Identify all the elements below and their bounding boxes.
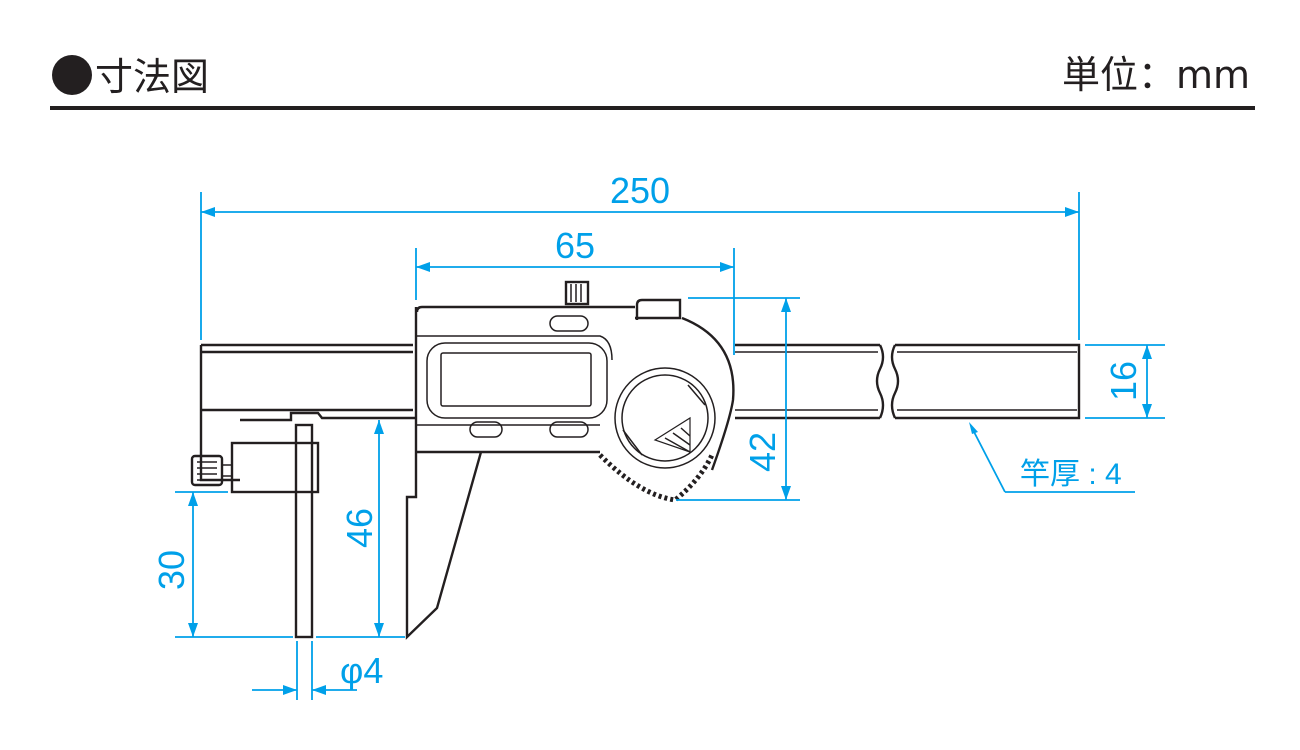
page-title: 寸法図: [95, 55, 209, 99]
bullet-icon: [52, 55, 92, 95]
dim-16: 16: [1085, 344, 1165, 419]
beam-thickness-note: 竿厚 : 4: [969, 422, 1135, 493]
dim-46: 46: [339, 420, 384, 637]
dim-250-label: 250: [610, 170, 670, 211]
dim-65-label: 65: [555, 225, 595, 266]
dim-30-label: 30: [151, 550, 192, 590]
caliper-illustration: [190, 280, 1081, 640]
unit-label: 単位：mm: [1062, 53, 1250, 97]
button-top: [549, 315, 589, 332]
dim-46-label: 46: [339, 508, 380, 548]
dim-16-label: 16: [1103, 361, 1144, 401]
dim-phi4-label: φ4: [340, 650, 383, 691]
dim-65: 65: [415, 225, 735, 355]
dim-phi4: φ4: [252, 641, 383, 700]
depth-rod: [294, 423, 314, 639]
button-bottom-right: [549, 421, 589, 438]
beam-thickness-label: 竿厚 : 4: [1020, 458, 1122, 491]
rod-clamp: [230, 441, 320, 494]
clamp-knob: [190, 454, 224, 487]
dim-42-label: 42: [742, 432, 783, 472]
button-bottom-left: [469, 421, 503, 438]
header-rule: [50, 106, 1255, 110]
knob-top: [564, 280, 590, 306]
dim-42: 42: [676, 297, 800, 501]
dim-30: 30: [151, 491, 405, 638]
dim-250: 250: [200, 170, 1080, 340]
